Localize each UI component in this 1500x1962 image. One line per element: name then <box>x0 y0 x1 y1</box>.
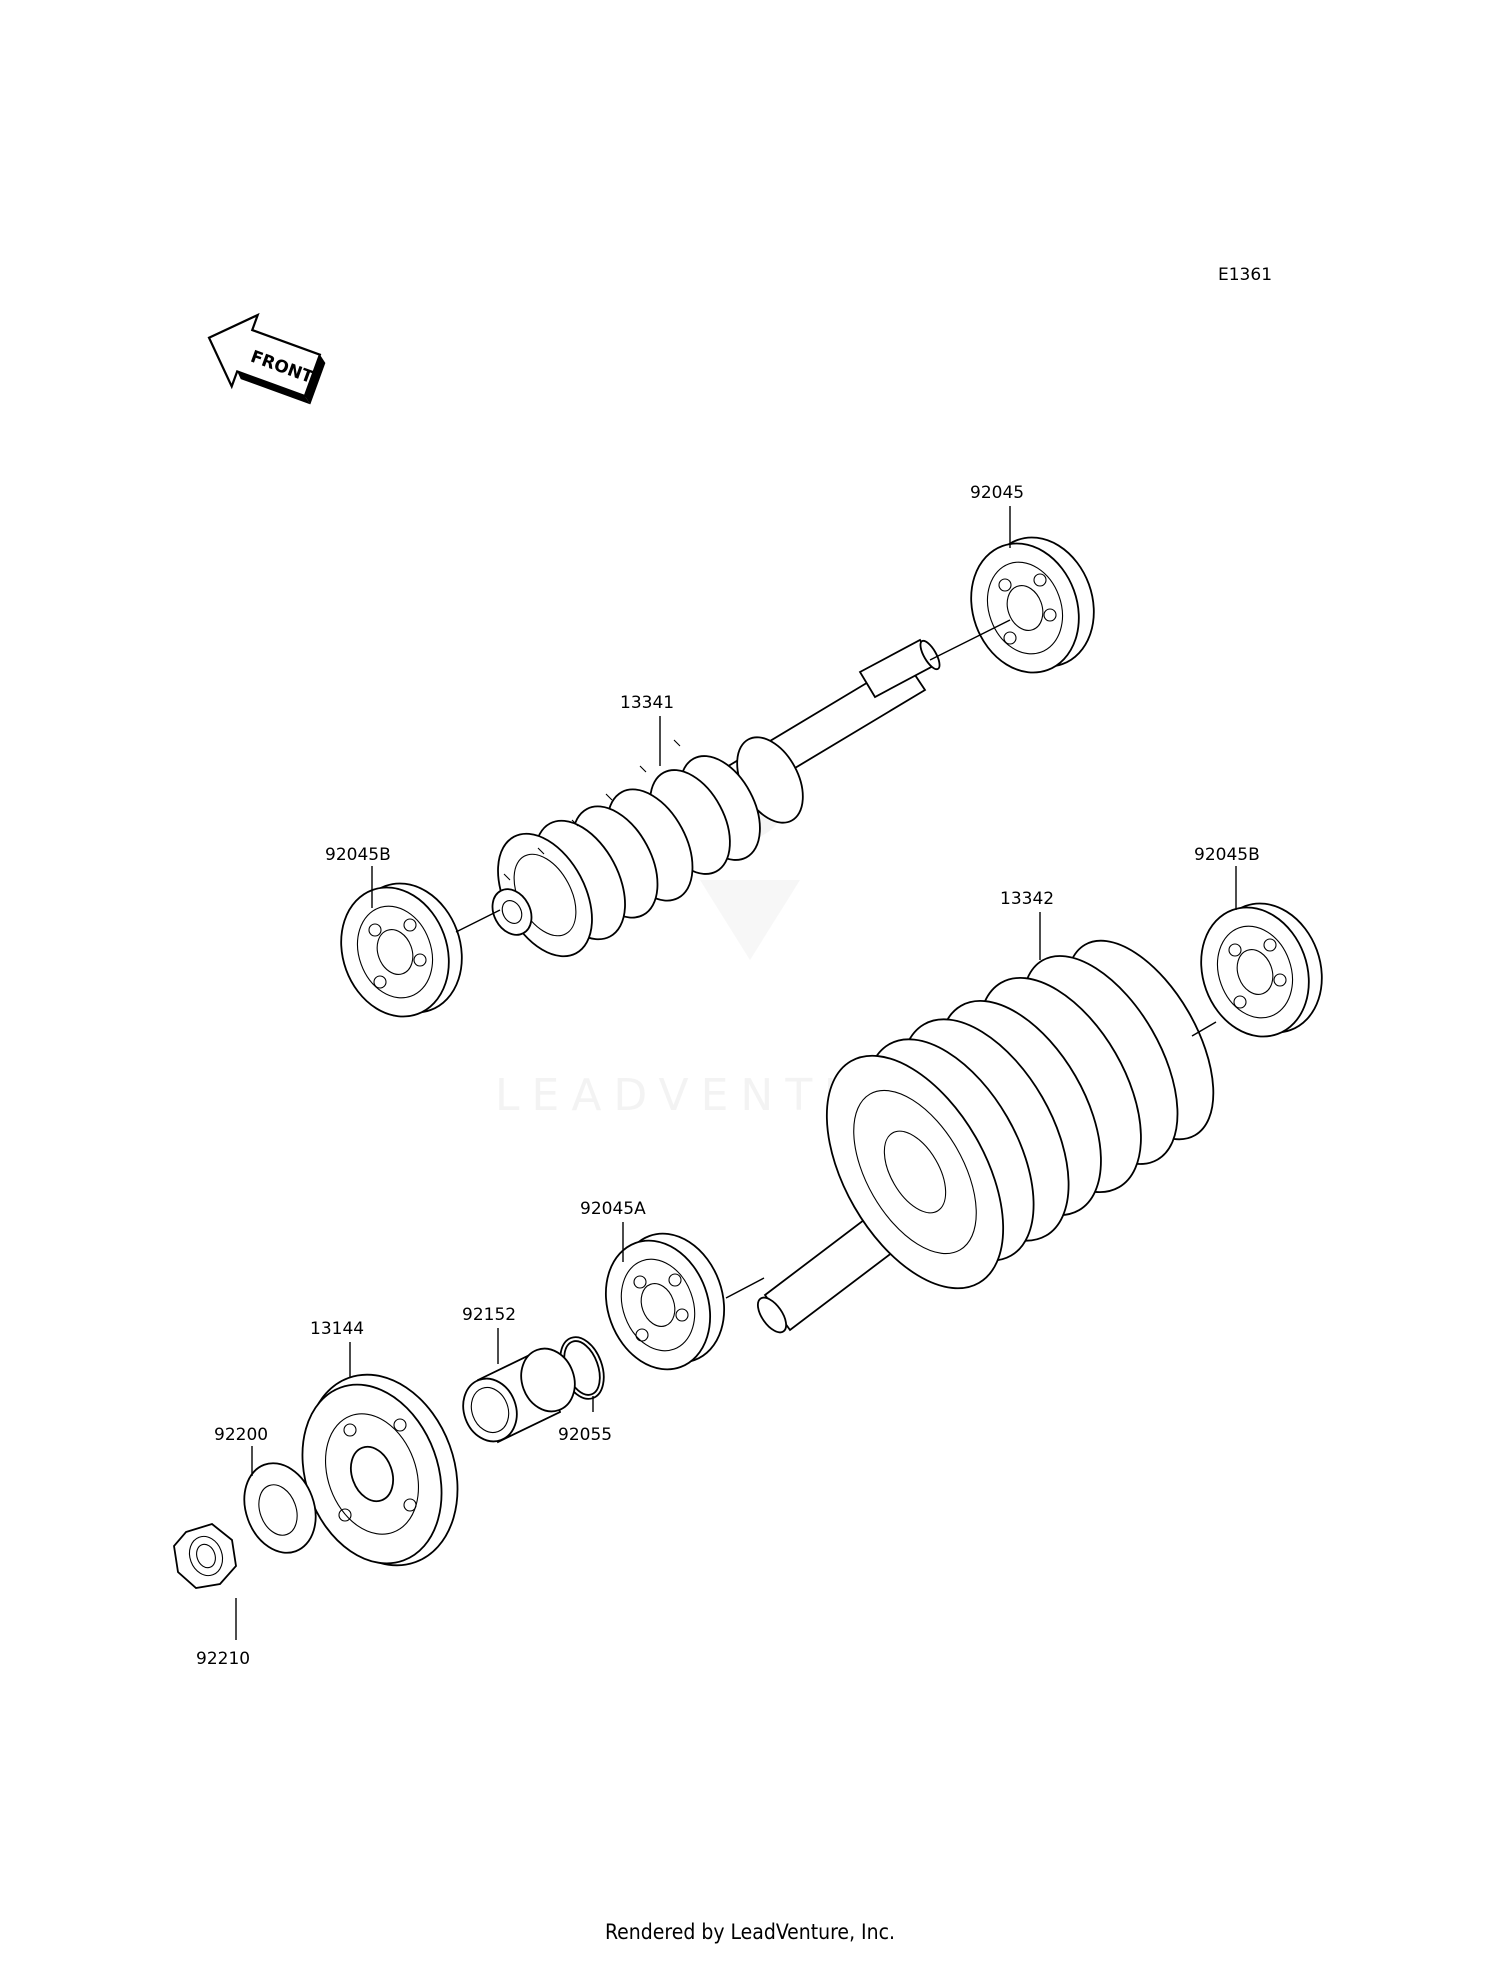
part-label-92045[interactable]: 92045 <box>970 483 1024 503</box>
part-label-92210[interactable]: 92210 <box>196 1649 250 1669</box>
part-label-92045A[interactable]: 92045A <box>580 1199 646 1219</box>
shaft-13342 <box>757 939 1215 1334</box>
part-label-92045B-upper[interactable]: 92045B <box>325 845 391 865</box>
part-label-92055[interactable]: 92055 <box>558 1425 612 1445</box>
part-labels: 92045 13341 92045B 92045B 13342 92045A 9… <box>196 483 1260 1669</box>
bearing-92045 <box>970 536 1095 674</box>
part-label-92045B-right[interactable]: 92045B <box>1194 845 1260 865</box>
part-label-13341[interactable]: 13341 <box>620 693 674 713</box>
shaft-13341 <box>491 638 941 958</box>
footer-credit: Rendered by LeadVenture, Inc. <box>605 1920 895 1944</box>
nut-92210 <box>173 1522 237 1589</box>
part-label-92200[interactable]: 92200 <box>214 1425 268 1445</box>
sprocket-13144 <box>301 1373 459 1567</box>
bearing-92045B-upper <box>340 882 463 1018</box>
leader-lines <box>235 506 1237 1640</box>
front-arrow-icon: FRONT <box>207 312 326 405</box>
diagram-code: E1361 <box>1218 265 1272 285</box>
bearing-92045B-right <box>1200 902 1323 1038</box>
collar-92152 <box>462 1347 576 1444</box>
part-label-92152[interactable]: 92152 <box>462 1305 516 1325</box>
part-label-13342[interactable]: 13342 <box>1000 889 1054 909</box>
washer-92200 <box>243 1462 317 1554</box>
part-label-13144[interactable]: 13144 <box>310 1319 364 1339</box>
bearing-92045A <box>604 1232 726 1371</box>
